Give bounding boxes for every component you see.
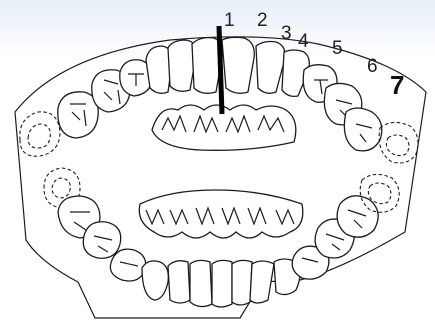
upper-left-molars	[20, 60, 152, 156]
tooth-number-5: 5	[332, 38, 343, 59]
tooth-number-4: 4	[298, 31, 309, 52]
tooth-number-2: 2	[257, 10, 268, 31]
tooth-number-7: 7	[390, 70, 404, 100]
lower-anterior-teeth	[142, 259, 300, 307]
tooth-number-3: 3	[281, 23, 292, 44]
tooth-number-1: 1	[224, 10, 235, 31]
marker-line	[219, 26, 222, 114]
lower-left-molars	[44, 168, 146, 281]
tooth-number-6: 6	[367, 56, 378, 77]
upper-anterior-teeth	[146, 37, 309, 96]
